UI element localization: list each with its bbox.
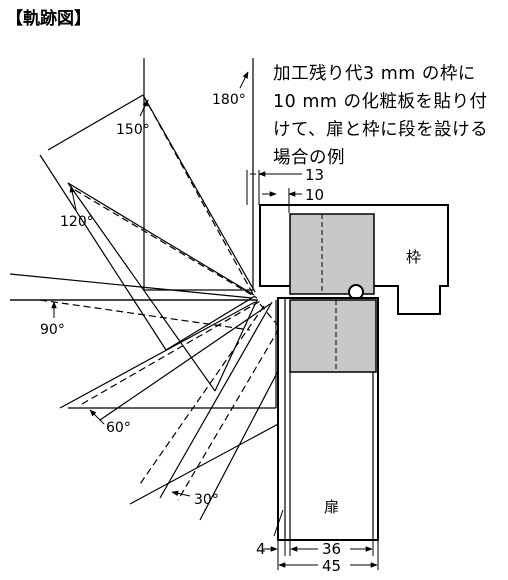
dimension-45-label: 45 xyxy=(322,557,341,575)
dimension-10 xyxy=(262,188,302,213)
angle-leaders xyxy=(51,71,249,497)
door-position-60 xyxy=(68,299,277,421)
dimension-13 xyxy=(246,170,302,205)
description: 加工残り代3 mm の枠に 10 mm の化粧板を貼り付 けて、扉と枠に段を設け… xyxy=(273,60,505,172)
door-position-150 xyxy=(39,94,256,351)
dimension-10-label: 10 xyxy=(305,186,324,204)
dimension-bottom xyxy=(262,509,379,570)
angle-label-30: 30° xyxy=(194,492,219,508)
angle-label-60: 60° xyxy=(106,420,131,436)
angle-label-180: 180° xyxy=(212,92,246,108)
angle-label-120: 120° xyxy=(60,214,94,230)
door-position-120 xyxy=(67,182,258,392)
description-line-3: けて、扉と枠に段を設ける xyxy=(273,120,489,140)
door-label: 扉 xyxy=(324,498,339,516)
description-line-2: 10 mm の化粧板を貼り付 xyxy=(273,92,488,112)
frame-label: 枠 xyxy=(406,248,421,266)
dimension-36-label: 36 xyxy=(322,540,341,558)
description-line-4: 場合の例 xyxy=(273,148,345,168)
door xyxy=(277,297,379,541)
angle-label-150: 150° xyxy=(116,122,150,138)
door-position-90 xyxy=(9,273,258,409)
dimension-13-label: 13 xyxy=(305,166,324,184)
description-line-1: 加工残り代3 mm の枠に xyxy=(273,64,476,84)
angle-label-90: 90° xyxy=(40,322,65,338)
diagram-title: 【軌跡図】 xyxy=(6,9,91,29)
dimension-4-label: 4 xyxy=(256,540,266,558)
